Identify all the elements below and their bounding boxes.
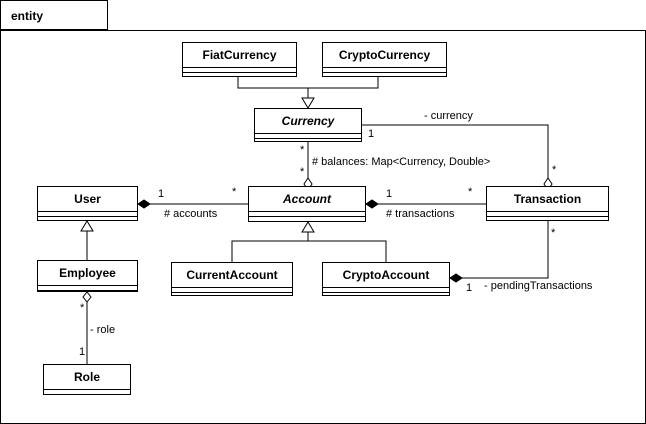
fiatcurrency-generalization-line [237,77,309,98]
accounts-multiplicity-star: * [232,186,237,198]
class-name: Transaction [513,192,582,206]
class-name: CryptoCurrency [338,48,431,62]
accounts-label: # accounts [164,208,218,220]
balances-label: # balances: Map<Currency, Double> [312,156,491,168]
class-name: CurrentAccount [186,268,278,282]
currency-transaction-line [362,124,549,180]
balances-multiplicity-bottom: * [300,166,305,178]
cryptoaccount-generalization-line [308,240,387,262]
role-label: - role [90,324,116,336]
pending-transactions-label: - pendingTransactions [484,280,593,292]
accounts-multiplicity-1: 1 [158,188,165,200]
employee-role-diamond [82,291,92,303]
currency-generalization-arrowhead [301,97,315,109]
class-name: Currency [281,114,335,128]
transactions-label: # transactions [386,208,455,220]
class-cryptocurrency: CryptoCurrency [322,42,447,77]
class-account: Account [248,186,366,222]
class-name: Role [73,370,100,384]
package-name: entity [11,9,44,23]
class-name: FiatCurrency [202,48,277,62]
class-currentaccount: CurrentAccount [171,262,293,296]
class-name: User [74,192,101,206]
class-cryptoaccount: CryptoAccount [322,262,450,296]
role-multiplicity-1: 1 [79,346,86,358]
pending-transactions-line [462,220,549,279]
class-employee: Employee [37,260,138,292]
role-multiplicity-star: * [80,302,85,314]
class-name: Employee [59,266,116,280]
package-tab: entity [0,0,108,30]
account-generalization-arrowhead [301,221,315,233]
transaction-currency-multiplicity: * [552,164,557,176]
cryptocurrency-generalization-line [308,77,379,89]
class-currency: Currency [254,108,362,142]
class-role: Role [43,364,131,395]
class-name: CryptoAccount [342,268,430,282]
balances-multiplicity-top: * [300,144,305,156]
currency-multiplicity-1: 1 [368,128,375,140]
user-accounts-diamond [137,199,151,209]
pending-transactions-diamond [449,273,463,283]
account-transactions-diamond [365,199,379,209]
class-fiatcurrency: FiatCurrency [182,42,297,77]
user-generalization-arrowhead [80,220,94,232]
class-transaction: Transaction [486,186,609,221]
currentaccount-generalization-line [231,232,309,262]
class-user: User [37,186,138,221]
transactions-multiplicity-star: * [468,186,473,198]
pending-multiplicity-star: * [551,227,556,239]
class-name: Account [283,192,331,206]
currency-association-label: - currency [424,110,473,122]
pending-multiplicity-1: 1 [466,282,473,294]
transactions-multiplicity-1: 1 [386,188,393,200]
